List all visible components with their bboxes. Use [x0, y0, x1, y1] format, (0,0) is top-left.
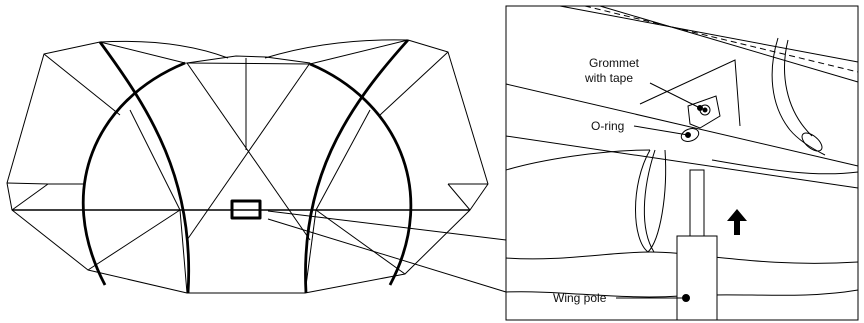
left-crease-3 [12, 184, 48, 210]
right-inner-pole [310, 64, 411, 285]
tent-overview [7, 40, 488, 293]
callout-line-top [268, 211, 506, 240]
left-crease-5 [88, 210, 180, 270]
label-wing-pole: Wing pole [553, 291, 607, 305]
wing-pole-body [677, 236, 717, 320]
callout-line-bottom [268, 219, 506, 292]
right-outer-pole [305, 40, 408, 293]
tent-outline [7, 40, 488, 293]
oring-leader-dot [686, 133, 691, 138]
right-crease-4 [316, 210, 405, 274]
left-crease-1 [44, 54, 120, 115]
right-crease-3 [448, 184, 470, 210]
left-top-arc [100, 41, 228, 58]
center-panel [187, 56, 310, 63]
label-grommet-line2: with tape [584, 71, 633, 85]
label-o-ring: O-ring [591, 119, 624, 133]
left-crease-2 [7, 183, 48, 184]
wing-pole-leader-dot [683, 295, 690, 302]
grommet-ring-inner [703, 108, 707, 112]
label-grommet-line1: Grommet [589, 56, 640, 70]
detail-inset: Grommet with tape O-ring Wing pole [506, 6, 858, 320]
grommet-leader-dot [698, 106, 703, 111]
wing-pole-tip [690, 170, 704, 236]
left-outer-pole [100, 42, 189, 293]
left-inner-pole [83, 63, 185, 285]
right-top-arc [265, 40, 408, 58]
